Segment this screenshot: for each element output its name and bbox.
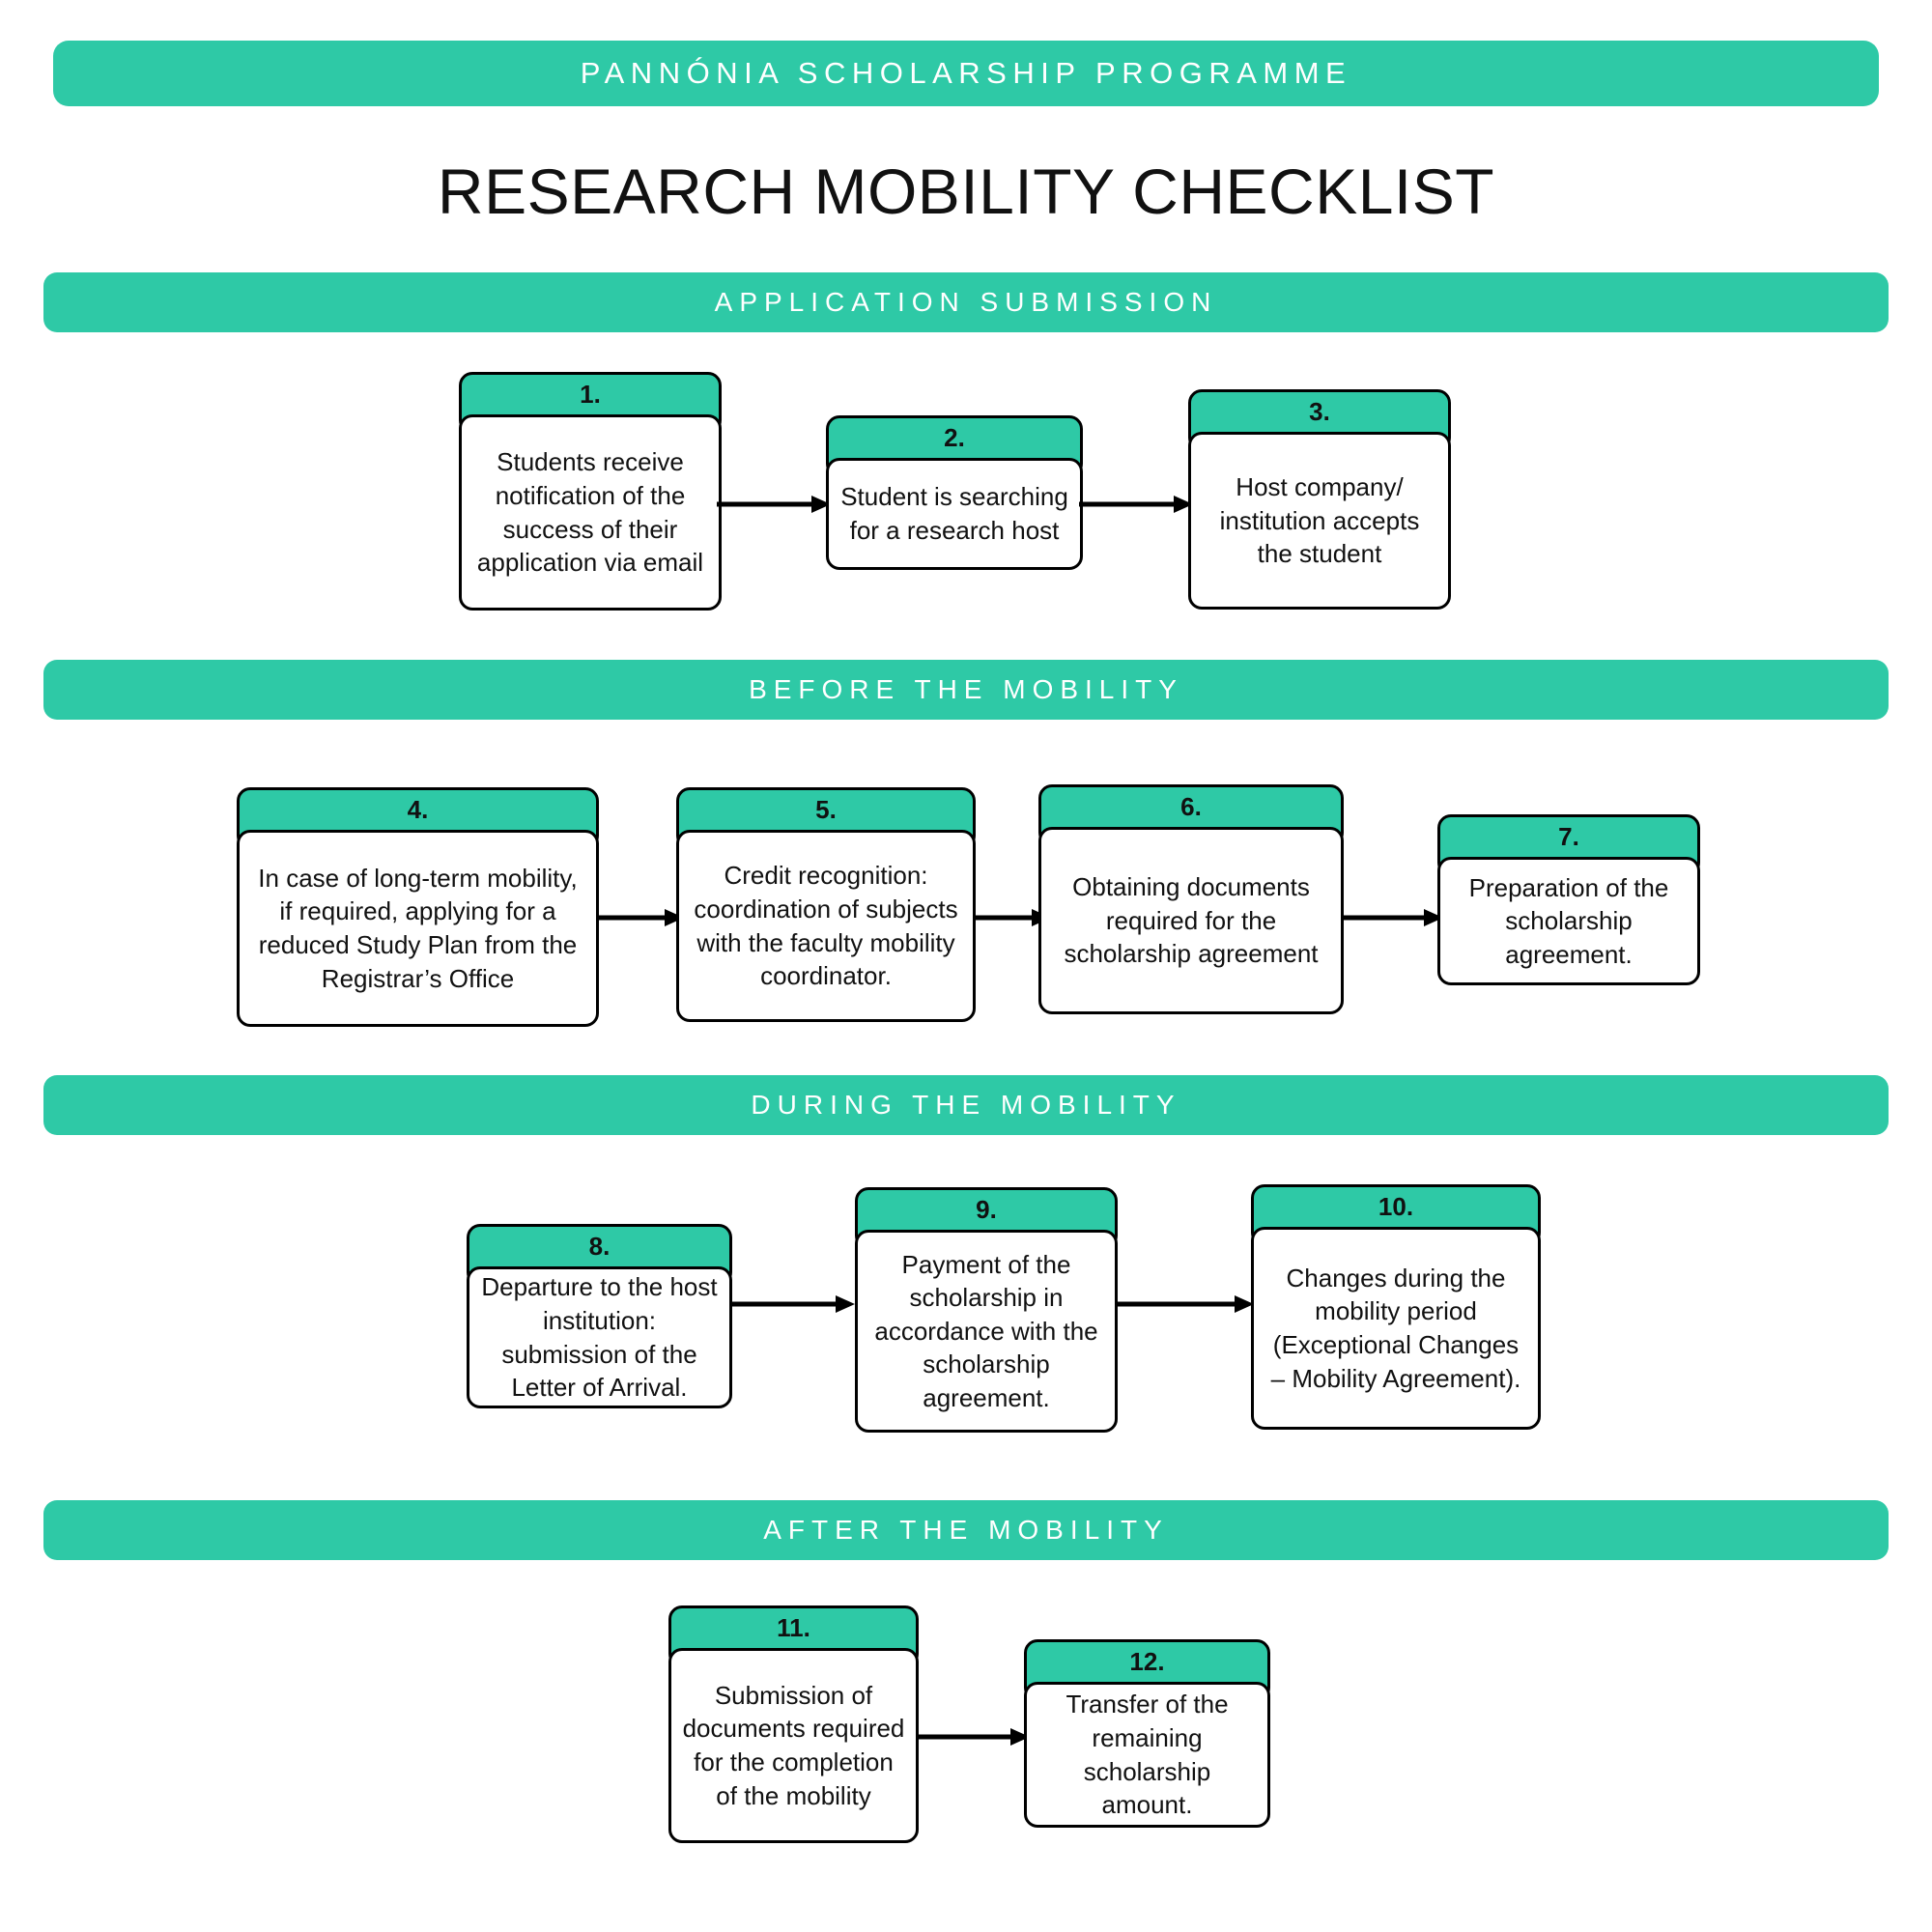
step-box-1[interactable]: 1. Students receive notification of the … — [459, 372, 722, 611]
step-box-11[interactable]: 11. Submission of documents required for… — [668, 1605, 919, 1843]
step-box-2[interactable]: 2. Student is searching for a research h… — [826, 415, 1083, 570]
step-body: Credit recognition: coordination of subj… — [676, 830, 976, 1022]
step-text: Preparation of the scholarship agreement… — [1468, 872, 1669, 969]
step-box-3[interactable]: 3. Host company/ institution accepts the… — [1188, 389, 1451, 610]
step-number: 9. — [976, 1195, 997, 1224]
step-text: Credit recognition: coordination of subj… — [694, 861, 958, 991]
programme-banner: PANNÓNIA SCHOLARSHIP PROGRAMME — [53, 41, 1879, 106]
arrow-8-to-9 — [729, 1293, 855, 1316]
arrow-4-to-5 — [597, 906, 684, 929]
section-banner-application-submission: APPLICATION SUBMISSION — [43, 272, 1889, 332]
step-body: Submission of documents required for the… — [668, 1648, 919, 1843]
step-number: 11. — [777, 1613, 810, 1642]
programme-banner-label: PANNÓNIA SCHOLARSHIP PROGRAMME — [580, 56, 1352, 90]
step-number: 6. — [1180, 792, 1202, 821]
step-number: 2. — [944, 423, 965, 452]
section-banner-before-the-mobility: BEFORE THE MOBILITY — [43, 660, 1889, 720]
step-body: Student is searching for a research host — [826, 458, 1083, 570]
step-number: 8. — [588, 1232, 611, 1261]
section-label: AFTER THE MOBILITY — [763, 1515, 1169, 1545]
step-number: 4. — [407, 795, 429, 824]
step-box-5[interactable]: 5. Credit recognition: coordination of s… — [676, 787, 976, 1022]
step-box-8[interactable]: 8. Departure to the host institution: su… — [467, 1224, 732, 1408]
step-body: Departure to the host institution: submi… — [467, 1266, 732, 1408]
step-text: Departure to the host institution: submi… — [481, 1272, 718, 1403]
step-text: Student is searching for a research host — [840, 482, 1068, 545]
arrow-11-to-12 — [916, 1725, 1030, 1748]
step-text: Obtaining documents required for the sch… — [1064, 872, 1319, 969]
step-number: 10. — [1378, 1192, 1414, 1221]
step-body: Host company/ institution accepts the st… — [1188, 432, 1451, 610]
step-body: Transfer of the remaining scholarship am… — [1024, 1682, 1270, 1828]
step-body: Obtaining documents required for the sch… — [1038, 827, 1344, 1014]
step-body: Preparation of the scholarship agreement… — [1437, 857, 1700, 985]
arrow-6-to-7 — [1342, 906, 1443, 929]
step-box-12[interactable]: 12. Transfer of the remaining scholarshi… — [1024, 1639, 1270, 1828]
step-number: 12. — [1129, 1647, 1165, 1676]
step-text: Submission of documents required for the… — [682, 1680, 905, 1810]
step-body: Changes during the mobility period (Exce… — [1251, 1227, 1541, 1430]
step-box-7[interactable]: 7. Preparation of the scholarship agreem… — [1437, 814, 1700, 985]
step-number: 1. — [580, 380, 601, 409]
step-text: Changes during the mobility period (Exce… — [1270, 1263, 1521, 1393]
arrow-9-to-10 — [1115, 1293, 1254, 1316]
step-box-10[interactable]: 10. Changes during the mobility period (… — [1251, 1184, 1541, 1430]
page-title: RESEARCH MOBILITY CHECKLIST — [437, 156, 1495, 227]
arrow-1-to-2 — [717, 493, 831, 516]
section-banner-during-the-mobility: DURING THE MOBILITY — [43, 1075, 1889, 1135]
step-box-4[interactable]: 4. In case of long-term mobility, if req… — [237, 787, 599, 1027]
step-text: Payment of the scholarship in accordance… — [874, 1249, 1098, 1412]
section-label: DURING THE MOBILITY — [751, 1090, 1181, 1120]
step-number: 7. — [1558, 822, 1579, 851]
step-body: In case of long-term mobility, if requir… — [237, 830, 599, 1027]
step-body: Students receive notification of the suc… — [459, 414, 722, 611]
section-label: APPLICATION SUBMISSION — [714, 287, 1218, 317]
step-text: Students receive notification of the suc… — [476, 447, 704, 578]
step-number: 5. — [815, 795, 837, 824]
step-box-6[interactable]: 6. Obtaining documents required for the … — [1038, 784, 1344, 1014]
step-text: In case of long-term mobility, if requir… — [258, 863, 578, 993]
step-number: 3. — [1309, 397, 1330, 426]
step-text: Transfer of the remaining scholarship am… — [1065, 1690, 1229, 1820]
step-box-9[interactable]: 9. Payment of the scholarship in accorda… — [855, 1187, 1118, 1433]
section-label: BEFORE THE MOBILITY — [749, 674, 1183, 704]
section-banner-after-the-mobility: AFTER THE MOBILITY — [43, 1500, 1889, 1560]
step-text: Host company/ institution accepts the st… — [1219, 472, 1420, 569]
arrow-2-to-3 — [1079, 493, 1193, 516]
step-body: Payment of the scholarship in accordance… — [855, 1230, 1118, 1433]
